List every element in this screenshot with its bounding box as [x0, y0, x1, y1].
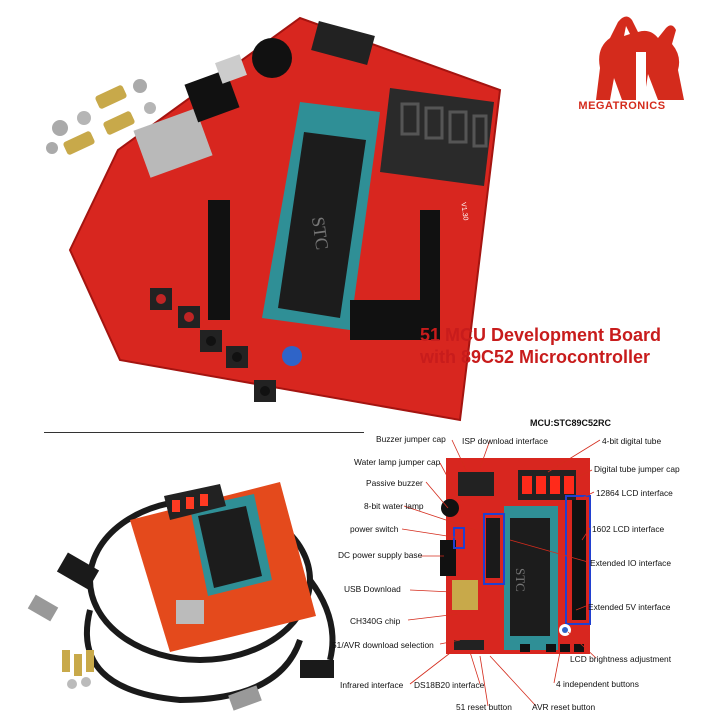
label-infrared-interface: Infrared interface	[340, 680, 404, 690]
label-51-avr-download-selection: 51/AVR download selection	[332, 640, 434, 650]
dc-jack	[184, 69, 240, 123]
push-buttons	[150, 288, 276, 402]
pcb-version-marking: V1.30	[459, 202, 468, 221]
headline-line-2: with 89C52 Microcontroller	[420, 347, 651, 367]
buzzer	[252, 38, 292, 78]
label-isp-download-interface: ISP download interface	[462, 436, 548, 446]
label-51-reset-button: 51 reset button	[456, 702, 512, 712]
label-4-independent-buttons: 4 independent buttons	[556, 679, 639, 689]
mcu-chip	[278, 132, 366, 318]
megatronics-logo-text: MEGATRONICS	[578, 100, 666, 112]
product-headline: 51 MCU Development Board with 89C52 Micr…	[420, 324, 716, 368]
label-water-lamp-jumper-cap: Water lamp jumper cap	[354, 457, 441, 467]
label-usb-download: USB Download	[344, 584, 401, 594]
isp-header	[311, 21, 375, 65]
label-power-switch: power switch	[350, 524, 399, 534]
label-digital-tube-jumper-cap: Digital tube jumper cap	[594, 464, 680, 474]
label-avr-reset-button: AVR reset button	[532, 702, 596, 712]
screws-and-standoffs	[46, 79, 156, 155]
label-ds18b20-interface: DS18B20 interface	[414, 680, 485, 690]
label-1602-lcd-interface: 1602 LCD interface	[592, 524, 665, 534]
chip-label: STC	[308, 216, 332, 251]
label-4-bit-digital-tube: 4-bit digital tube	[602, 436, 662, 446]
label-dc-power-supply-base: DC power supply base	[338, 550, 423, 560]
headline-line-1: 51 MCU Development Board	[420, 325, 662, 345]
megatronics-gorilla-logo-icon	[596, 16, 684, 101]
label-ch340g-chip: CH340G chip	[350, 616, 401, 626]
label-extended-5v-interface: Extended 5V interface	[588, 602, 671, 612]
label-lcd-brightness-adjustment: LCD brightness adjustment	[570, 654, 672, 664]
usb-port	[133, 108, 213, 178]
label-water-lamp: 8-bit water lamp	[364, 501, 424, 511]
section-divider	[44, 432, 364, 433]
potentiometer	[282, 346, 302, 366]
small-screws	[62, 650, 94, 689]
label-extended-io-interface: Extended IO interface	[590, 558, 672, 568]
label-mcu-model: MCU:STC89C52RC	[530, 418, 612, 428]
pin-headers	[208, 200, 440, 340]
diagram-chip-label: STC	[513, 568, 528, 592]
label-buzzer-jumper-cap: Buzzer jumper cap	[376, 434, 446, 444]
label-passive-buzzer: Passive buzzer	[366, 478, 423, 488]
label-12864-lcd-interface: 12864 LCD interface	[596, 488, 673, 498]
